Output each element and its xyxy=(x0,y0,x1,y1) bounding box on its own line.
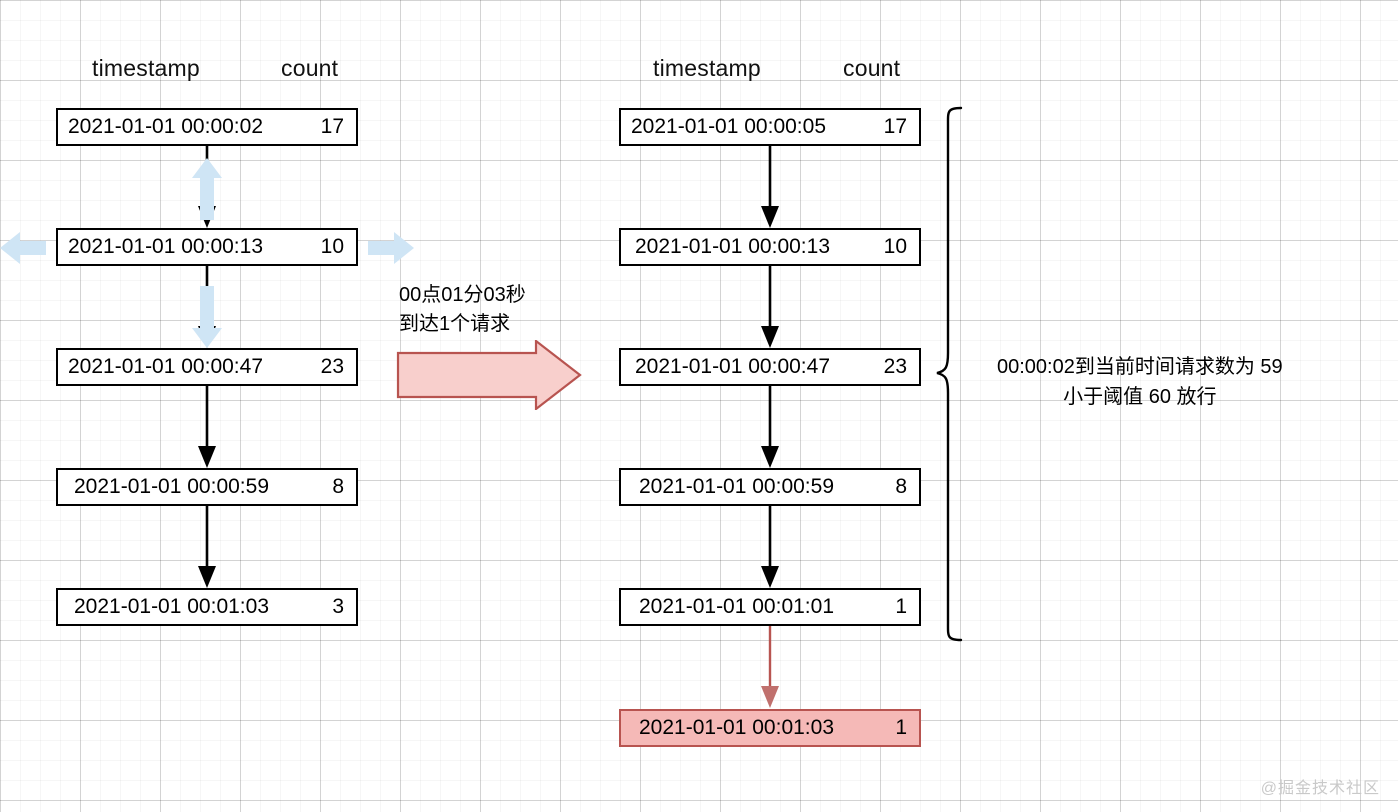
right-connector-arrow-2 xyxy=(757,386,783,470)
right-row-2[interactable]: 2021-01-01 00:00:47 23 xyxy=(619,348,921,386)
right-row-2-timestamp: 2021-01-01 00:00:47 xyxy=(635,355,830,378)
right-row-0-count: 17 xyxy=(883,115,907,138)
right-connector-arrow-0 xyxy=(757,146,783,230)
summary-note-line1: 00:00:02到当前时间请求数为 59 xyxy=(997,356,1283,378)
right-row-3[interactable]: 2021-01-01 00:00:59 8 xyxy=(619,468,921,506)
left-row-1-timestamp: 2021-01-01 00:00:13 xyxy=(68,235,263,258)
left-row-2[interactable]: 2021-01-01 00:00:47 23 xyxy=(56,348,358,386)
right-row-3-timestamp: 2021-01-01 00:00:59 xyxy=(639,475,834,498)
right-row-3-count: 8 xyxy=(895,475,907,498)
hint-arrow-up-icon[interactable] xyxy=(191,158,223,220)
summary-note-line2: 小于阈值 60 放行 xyxy=(1063,386,1217,408)
right-row-2-count: 23 xyxy=(883,355,907,378)
right-header-timestamp: timestamp xyxy=(653,55,761,81)
right-row-5-new-request[interactable]: 2021-01-01 00:01:03 1 xyxy=(619,709,921,747)
right-row-1[interactable]: 2021-01-01 00:00:13 10 xyxy=(619,228,921,266)
transition-arrow-icon xyxy=(396,338,582,415)
right-connector-arrow-4-new xyxy=(757,626,783,710)
watermark: @掘金技术社区 xyxy=(1260,780,1380,797)
left-connector-arrow-3 xyxy=(194,506,220,590)
left-row-2-timestamp: 2021-01-01 00:00:47 xyxy=(68,355,263,378)
left-row-3-timestamp: 2021-01-01 00:00:59 xyxy=(74,475,269,498)
right-header-count: count xyxy=(843,55,901,81)
middle-note: 00点01分03秒 到达1个请求 xyxy=(399,281,526,339)
hint-arrow-right-icon[interactable] xyxy=(368,228,414,268)
right-row-5-count: 1 xyxy=(895,716,907,739)
right-row-4-timestamp: 2021-01-01 00:01:01 xyxy=(639,595,834,618)
right-row-1-timestamp: 2021-01-01 00:00:13 xyxy=(635,235,830,258)
left-row-2-count: 23 xyxy=(320,355,344,378)
left-header-timestamp: timestamp xyxy=(92,55,200,81)
middle-note-line2: 到达1个请求 xyxy=(399,313,511,335)
right-row-5-timestamp: 2021-01-01 00:01:03 xyxy=(639,716,834,739)
left-row-0-count: 17 xyxy=(320,115,344,138)
summary-brace xyxy=(935,105,973,650)
left-row-4-count: 3 xyxy=(332,595,344,618)
left-row-0[interactable]: 2021-01-01 00:00:02 17 xyxy=(56,108,358,146)
left-row-4[interactable]: 2021-01-01 00:01:03 3 xyxy=(56,588,358,626)
left-row-1-count: 10 xyxy=(320,235,344,258)
right-row-0-timestamp: 2021-01-01 00:00:05 xyxy=(631,115,826,138)
right-row-4-count: 1 xyxy=(895,595,907,618)
left-row-3[interactable]: 2021-01-01 00:00:59 8 xyxy=(56,468,358,506)
right-connector-arrow-1 xyxy=(757,266,783,350)
left-connector-arrow-2 xyxy=(194,386,220,470)
hint-arrow-down-icon[interactable] xyxy=(191,286,223,348)
hint-arrow-left-icon[interactable] xyxy=(0,228,46,268)
left-row-0-timestamp: 2021-01-01 00:00:02 xyxy=(68,115,263,138)
left-row-4-timestamp: 2021-01-01 00:01:03 xyxy=(74,595,269,618)
left-row-3-count: 8 xyxy=(332,475,344,498)
middle-note-line1: 00点01分03秒 xyxy=(399,284,526,306)
left-row-1[interactable]: 2021-01-01 00:00:13 10 xyxy=(56,228,358,266)
right-row-1-count: 10 xyxy=(883,235,907,258)
right-row-0[interactable]: 2021-01-01 00:00:05 17 xyxy=(619,108,921,146)
right-connector-arrow-3 xyxy=(757,506,783,590)
right-row-4[interactable]: 2021-01-01 00:01:01 1 xyxy=(619,588,921,626)
summary-note: 00:00:02到当前时间请求数为 59 小于阈值 60 放行 xyxy=(997,352,1283,412)
left-header-count: count xyxy=(281,55,339,81)
